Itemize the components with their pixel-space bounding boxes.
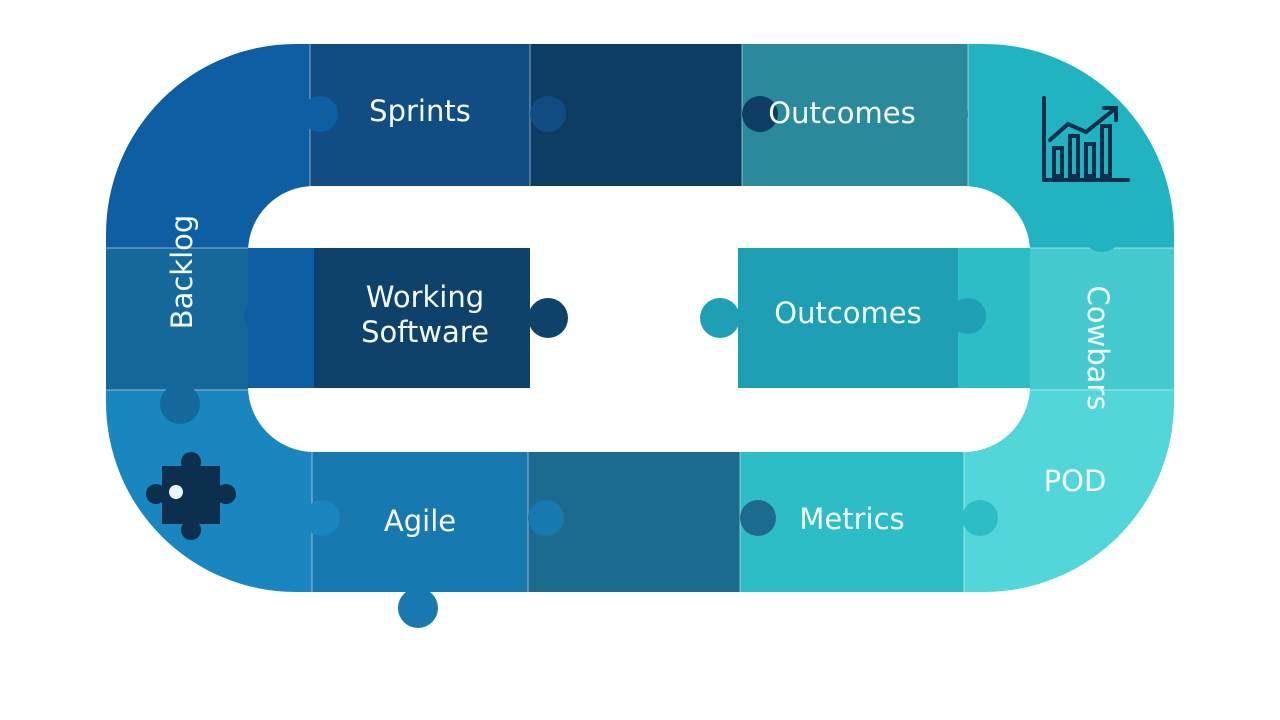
label-agile: Agile bbox=[383, 504, 457, 538]
puzzle-piece-icon bbox=[146, 452, 236, 540]
label-outcomes-middle: Outcomes bbox=[774, 296, 922, 330]
label-working-software: Working Software bbox=[330, 280, 520, 350]
puzzle-piece-cowbars bbox=[1030, 248, 1174, 390]
puzzle-piece-outcomes-top bbox=[742, 44, 968, 186]
puzzle-piece-metrics bbox=[740, 452, 964, 592]
label-working: Working bbox=[365, 280, 485, 314]
bar-chart-icon bbox=[1042, 96, 1130, 182]
label-outcomes-top: Outcomes bbox=[768, 96, 916, 130]
inner-piece-left bbox=[244, 248, 568, 388]
puzzle-piece-sprints bbox=[310, 44, 530, 186]
puzzle-piece-backlog bbox=[106, 248, 248, 390]
label-cowbars: Cowbars bbox=[1081, 285, 1115, 411]
puzzle-piece-agile bbox=[312, 452, 528, 592]
puzzle-knobs bbox=[160, 96, 1122, 628]
label-pod: POD bbox=[1043, 464, 1107, 498]
inner-piece-right bbox=[700, 248, 1030, 388]
label-backlog: Backlog bbox=[165, 214, 199, 330]
label-software: Software bbox=[361, 314, 489, 349]
label-sprints: Sprints bbox=[369, 94, 471, 128]
label-metrics: Metrics bbox=[799, 502, 905, 536]
